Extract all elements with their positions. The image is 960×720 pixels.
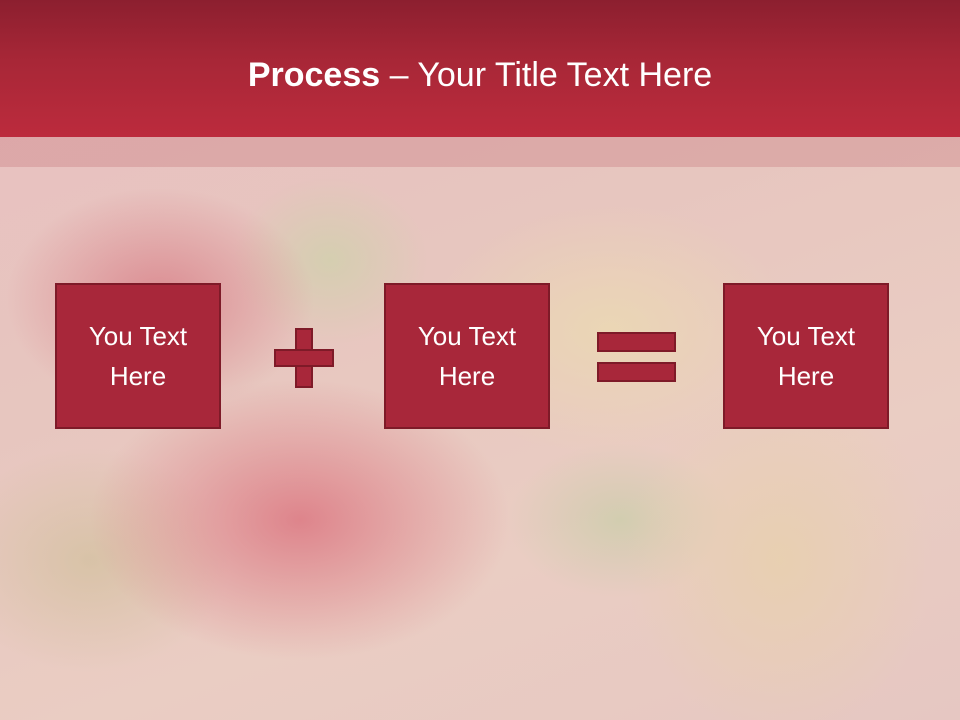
plus-icon: [274, 328, 334, 388]
slide-title-rest: – Your Title Text Here: [380, 56, 713, 94]
header-shadow-band: [0, 137, 960, 167]
equals-bottom-bar: [597, 362, 676, 382]
slide-header: Process – Your Title Text Here: [0, 0, 960, 137]
process-box-2[interactable]: You Text Here: [384, 283, 550, 429]
process-box-1[interactable]: You Text Here: [55, 283, 221, 429]
process-box-label: You Text Here: [88, 321, 188, 391]
equals-icon: [597, 332, 676, 384]
plus-center: [297, 351, 311, 365]
slide-title-bold: Process: [247, 56, 381, 94]
process-box-label: You Text Here: [756, 321, 856, 391]
process-box-label: You Text Here: [417, 321, 517, 391]
equals-top-bar: [597, 332, 676, 352]
process-box-3[interactable]: You Text Here: [723, 283, 889, 429]
slide-title: Process – Your Title Text Here: [0, 54, 960, 96]
